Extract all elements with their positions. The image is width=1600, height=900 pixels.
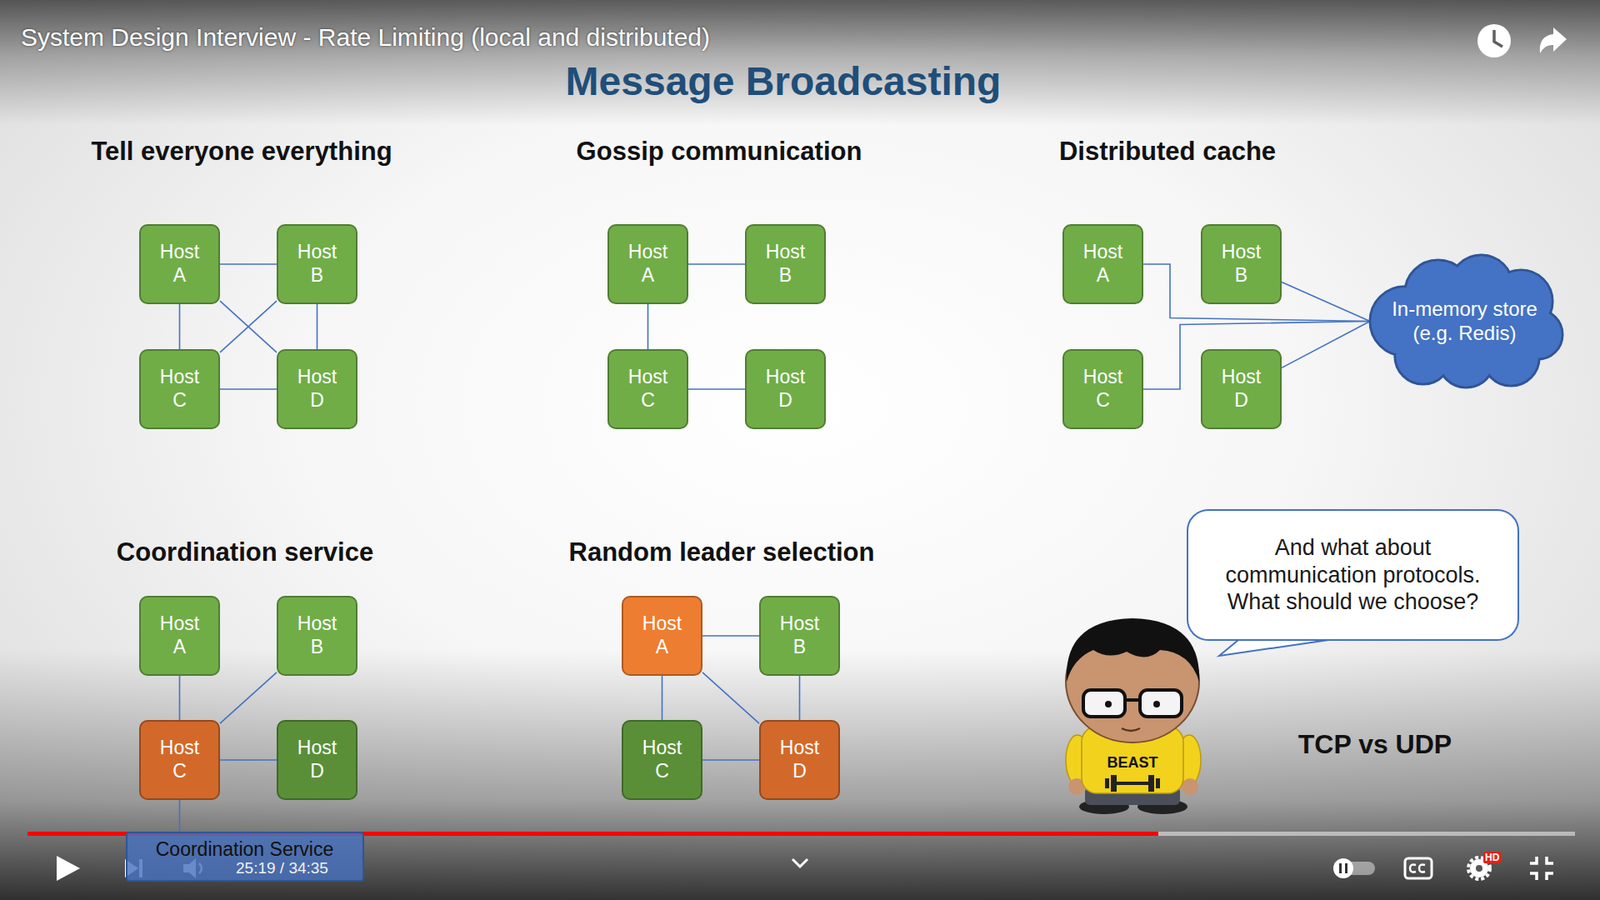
host-box: Host C [607,349,689,430]
captions-icon [1405,858,1432,879]
leader-host-box: Host A [621,595,703,676]
connector-line [220,300,277,353]
host-box: Host B [745,224,826,305]
autoplay-toggle [1333,858,1375,879]
host-box: Host A [139,224,220,305]
hand [1181,778,1199,795]
section-heading: Coordination service [116,537,374,568]
host-box: Host D [1200,349,1282,430]
pupil [1105,700,1112,708]
connector-line [220,759,277,761]
cartoon-character [1065,618,1201,815]
node-text: Host D [291,365,344,412]
host-box: Host C [139,349,220,430]
node-text: Host C [636,736,689,783]
dumbbell-icon [1105,775,1160,792]
node-text: In-memory store (e.g. Redis) [1385,297,1545,346]
host-box: Host D [745,349,826,430]
node-text: And what about communication protocols. … [1215,534,1491,615]
connector-line [220,263,277,265]
connector-line [688,388,745,390]
glasses [1140,690,1182,717]
section-heading: Tell everyone everything [90,136,392,167]
share-icon [1540,27,1567,54]
slide-title: Message Broadcasting [565,58,1002,105]
shirt-text: BEAST [1106,754,1158,772]
host-box: Host A [607,224,689,305]
exit-fullscreen-icon [1530,856,1554,880]
speech-bubble: And what about communication protocols. … [1186,509,1520,641]
connector-line [702,759,760,761]
connector-line [647,304,650,350]
host-box: Host B [1200,224,1282,305]
bubble-tail [1219,639,1329,656]
connector-line [799,675,801,720]
node-text: Host B [760,240,812,287]
leader-host-box: Host C [139,720,220,800]
connector-line [1281,321,1370,369]
host-box: Host B [276,224,358,305]
node-text: Host C [154,365,206,412]
connector-line [702,635,760,637]
node-text: Host B [291,240,344,287]
chevron-icon [792,859,808,867]
clock-icon [1477,24,1511,58]
connector-line [688,263,745,265]
host-box: Host B [759,595,840,676]
node-text: Host D [760,365,812,412]
connector-line [179,675,181,720]
section-heading: Random leader selection [569,537,875,568]
host-box: Host C [621,720,703,800]
node-text: Host D [1215,365,1268,412]
connector-line [179,304,181,350]
video-title: System Design Interview - Rate Limiting … [20,23,710,52]
connector-line [220,672,277,724]
host-box: Host A [139,595,220,676]
connector-line [702,672,760,724]
node-text: Host B [774,612,826,659]
node-text: Host D [291,736,344,783]
glasses [1083,690,1125,717]
bubble-tail-outline [1219,640,1329,656]
section-heading: Distributed cache [1059,136,1276,167]
connector-line [220,388,277,390]
host-box: Host A [1062,224,1144,305]
connector-line [661,675,664,720]
in-memory-store-cloud: In-memory store (e.g. Redis) [1365,253,1565,390]
node-text: Host A [1077,240,1130,287]
host-box: Host B [276,595,358,676]
node-text: Host A [154,612,206,659]
node-text: Host C [622,365,675,412]
node-text: Host A [636,612,689,659]
connector-line [316,304,319,350]
progress-remaining [1158,831,1575,836]
node-text: Host B [291,612,344,659]
leader-host-box: Host D [759,720,840,800]
host-box: Host C [1062,349,1144,430]
connector-line [220,300,277,353]
node-text: Host B [1215,240,1268,287]
hd-badge: HD [1483,851,1501,864]
node-text: Host A [622,240,675,287]
node-text: Host C [154,736,206,783]
host-box: Host D [276,349,358,430]
note-text: TCP vs UDP [1298,729,1452,760]
connector-line [179,800,181,832]
play-icon [56,855,80,881]
connector-line [1281,282,1370,322]
pupil [1153,700,1160,708]
node-text: Host D [774,736,826,783]
section-heading: Gossip communication [576,136,863,167]
node-text: Coordination Service [132,838,358,862]
host-box: Host D [276,720,358,800]
hair [1066,618,1200,682]
video-time: 25:19 / 34:35 [235,859,329,878]
node-text: Host C [1077,365,1130,412]
glasses-bridge [1125,698,1140,702]
mouth [1121,728,1140,731]
node-text: Host A [154,240,206,287]
